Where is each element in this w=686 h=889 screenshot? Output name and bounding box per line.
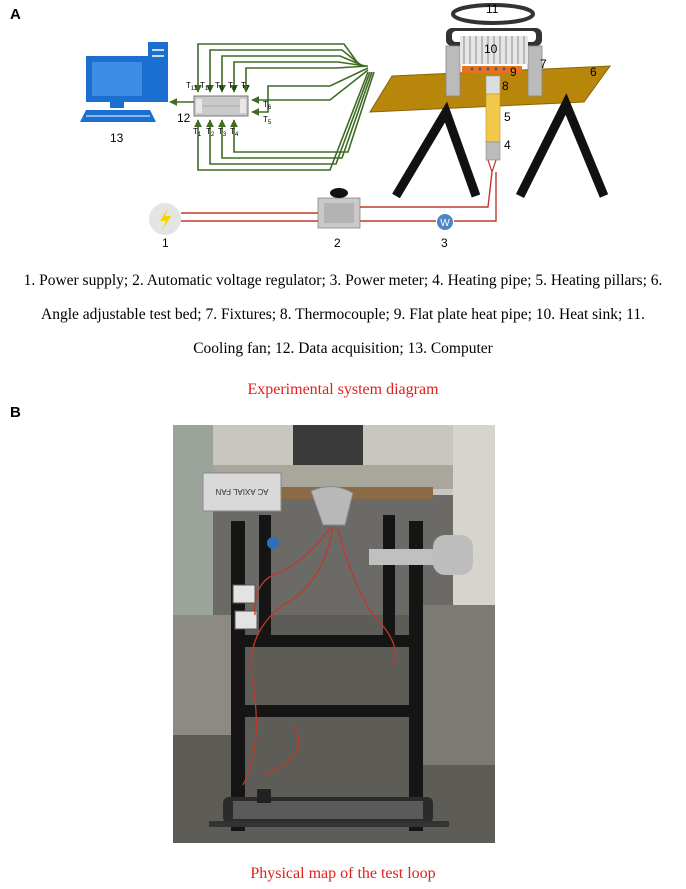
rheostat: [209, 789, 449, 827]
power-supply-icon: [149, 203, 181, 235]
caption-b: Physical map of the test loop: [250, 865, 436, 882]
panel-b-label: B: [10, 404, 21, 421]
experimental-system-diagram: T11 T10 T9 T8 T7 T6 T5 T1 T2 T3 T4: [80, 2, 612, 250]
legend-line-3: Cooling fan; 12. Data acquisition; 13. C…: [193, 340, 493, 357]
t1-label: T1: [193, 127, 202, 138]
fixture-heat-sink-fan: [445, 3, 543, 97]
caption-a: Experimental system diagram: [247, 381, 439, 398]
label-12: 12: [177, 111, 191, 125]
t3-label: T3: [218, 127, 227, 138]
label-1: 1: [162, 236, 169, 250]
component-numbers: 1 2 3 4 5 6 7 8 9 10 11 12 13: [110, 2, 597, 250]
legend-line-1: 1. Power supply; 2. Automatic voltage re…: [23, 272, 663, 289]
label-6: 6: [590, 65, 597, 79]
t6-label: T6: [263, 100, 272, 111]
t8-label: T8: [228, 81, 237, 92]
label-9: 9: [510, 65, 517, 79]
label-5: 5: [504, 110, 511, 124]
t10-label: T10: [200, 81, 212, 92]
svg-text:AC AXIAL FAN: AC AXIAL FAN: [215, 487, 268, 496]
svg-text:W: W: [440, 218, 450, 229]
label-11: 11: [486, 2, 499, 16]
label-10: 10: [484, 42, 498, 56]
t5-label: T5: [263, 115, 272, 126]
t9-label: T9: [215, 81, 224, 92]
t4-label: T4: [230, 127, 239, 138]
data-acquisition-module: [193, 95, 249, 117]
label-3: 3: [441, 236, 448, 250]
fan-box: AC AXIAL FAN: [202, 472, 282, 512]
power-meter-icon: W: [437, 214, 453, 230]
legend-line-2: Angle adjustable test bed; 7. Fixtures; …: [41, 306, 645, 323]
label-8: 8: [502, 79, 509, 93]
label-7: 7: [540, 57, 547, 71]
label-13: 13: [110, 131, 124, 145]
t2-label: T2: [206, 127, 215, 138]
thermocouple-labels: T11 T10 T9 T8 T7 T6 T5 T1 T2 T3 T4: [186, 81, 272, 138]
t11-label: T11: [186, 81, 198, 92]
computer-icon: [80, 42, 168, 122]
power-wires: [181, 171, 497, 222]
voltage-regulator-icon: [317, 188, 361, 229]
t7-label: T7: [241, 81, 250, 92]
label-2: 2: [334, 236, 341, 250]
label-4: 4: [504, 138, 511, 152]
thermocouple-wires: [194, 43, 375, 171]
test-loop-photo: AC AXIAL FAN: [173, 425, 495, 843]
heating-pillar: [485, 75, 501, 173]
panel-a-label: A: [10, 6, 21, 23]
